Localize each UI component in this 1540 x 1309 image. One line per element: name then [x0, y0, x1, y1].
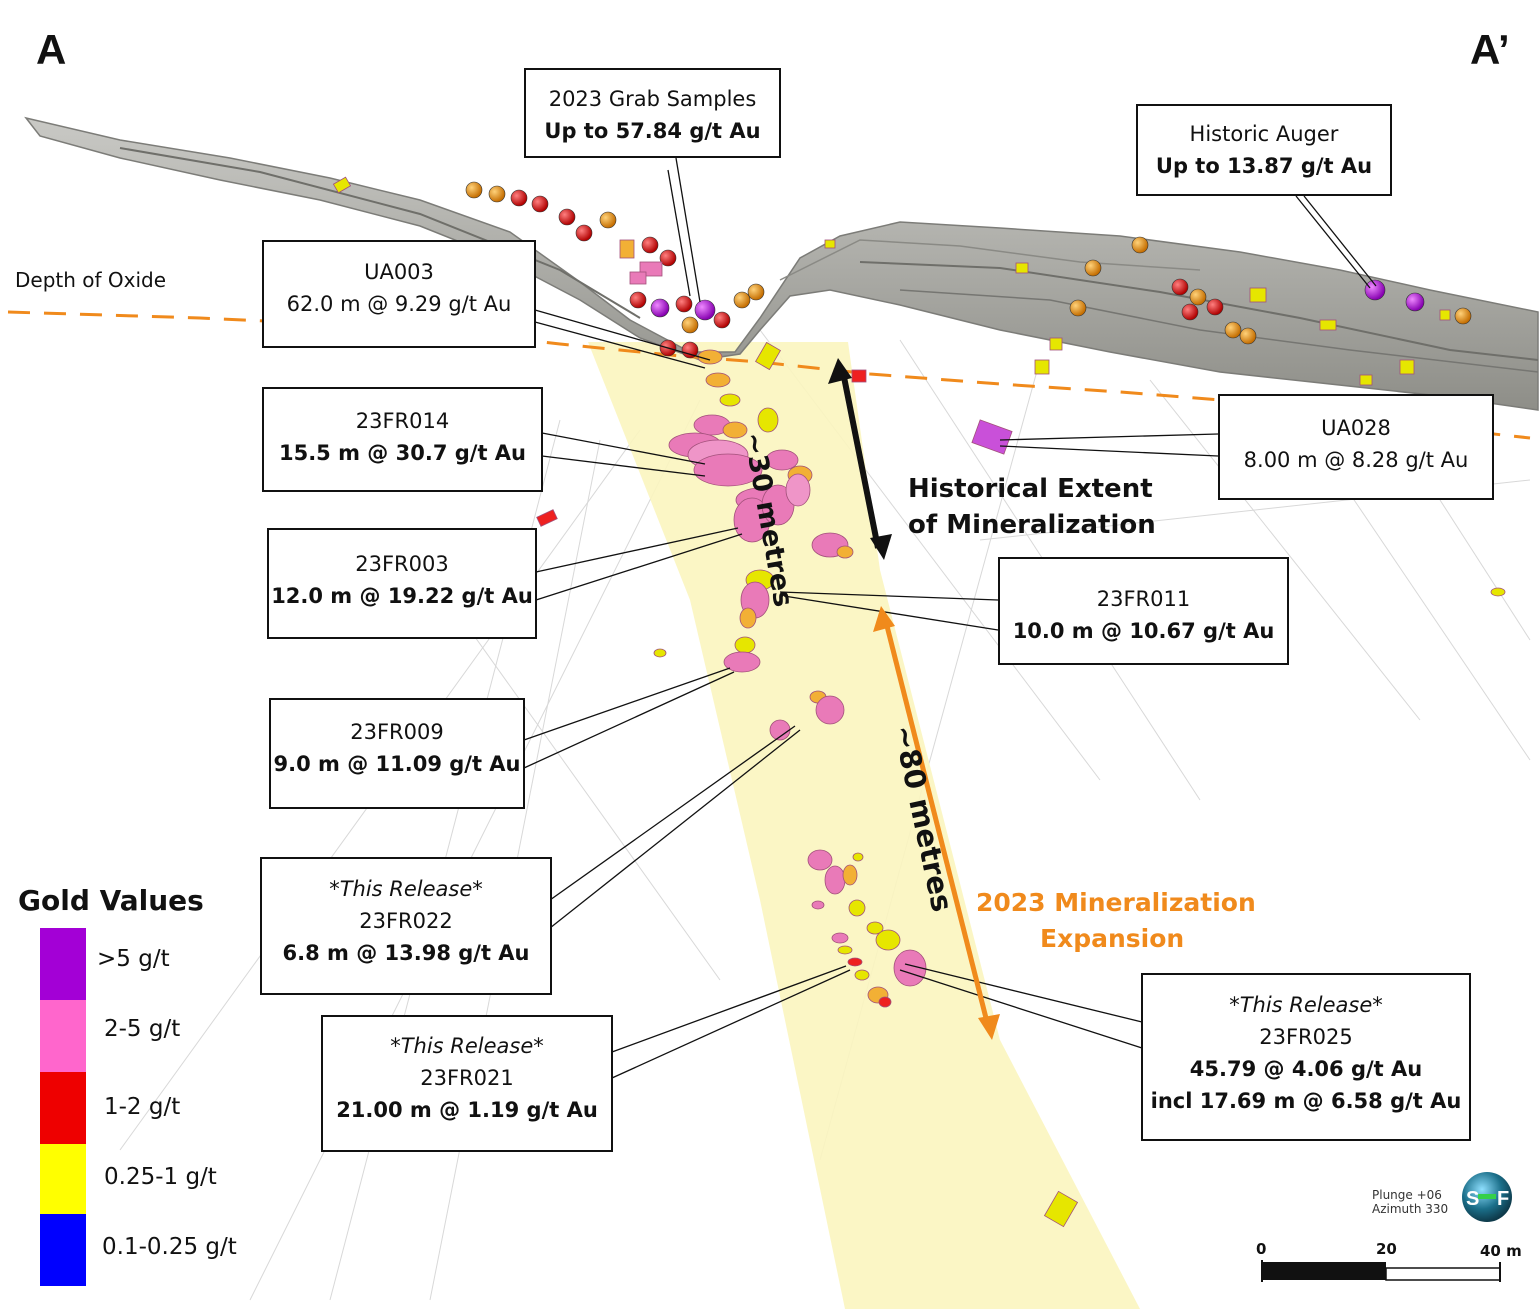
legend-swatch-0 [40, 928, 86, 1000]
view-orientation: Plunge +06 Azimuth 330 [1372, 1188, 1449, 1216]
thirty-metre-arrow [828, 358, 892, 560]
callout-23fr011: 23FR011 10.0 m @ 10.67 g/t Au [998, 557, 1289, 665]
legend-label-1: 2-5 g/t [104, 1016, 181, 1042]
callout-23fr022: *This Release* 23FR022 6.8 m @ 13.98 g/t… [260, 857, 552, 995]
scale-tick-20: 20 [1376, 1240, 1397, 1258]
legend-label-0: >5 g/t [97, 946, 170, 972]
terrain-surface [24, 116, 1539, 411]
legend-swatch-1 [40, 1000, 86, 1072]
mineralized-zone [588, 342, 1140, 1309]
leader-lines [523, 157, 1377, 1079]
scale-bar [1261, 1260, 1501, 1282]
callout-23fr014: 23FR014 15.5 m @ 30.7 g/t Au [262, 387, 543, 492]
callout-23fr021: *This Release* 23FR021 21.00 m @ 1.19 g/… [321, 1015, 613, 1152]
callout-23fr003: 23FR003 12.0 m @ 19.22 g/t Au [267, 528, 537, 639]
historical-extent-label-1: Historical Extent [908, 474, 1153, 504]
oxide-label: Depth of Oxide [15, 268, 167, 292]
scale-tick-0: 0 [1256, 1240, 1267, 1258]
section-start-label: A [36, 26, 67, 73]
callout-ua003: UA003 62.0 m @ 9.29 g/t Au [262, 240, 536, 348]
callout-grab-samples: 2023 Grab Samples Up to 57.84 g/t Au [524, 68, 781, 158]
section-end-label: A’ [1470, 26, 1510, 73]
drill-intercepts [332, 176, 1506, 1228]
eighty-metre-arrow [873, 606, 1000, 1040]
callout-historic-auger: Historic Auger Up to 13.87 g/t Au [1136, 104, 1392, 196]
scale-tick-40: 40 m [1480, 1242, 1522, 1260]
expansion-label-2: Expansion [1040, 924, 1185, 953]
legend-swatch-4 [40, 1214, 86, 1286]
svg-text:F: F [1497, 1188, 1509, 1210]
legend-swatch-2 [40, 1072, 86, 1144]
company-logo: S F [1462, 1172, 1512, 1222]
expansion-label-1: 2023 Mineralization [976, 888, 1256, 917]
callout-ua028: UA028 8.00 m @ 8.28 g/t Au [1218, 394, 1494, 500]
legend-swatch-3 [40, 1144, 86, 1216]
legend-label-2: 1-2 g/t [104, 1094, 181, 1120]
legend-label-4: 0.1-0.25 g/t [102, 1234, 237, 1260]
svg-text:S: S [1466, 1188, 1479, 1210]
legend-label-3: 0.25-1 g/t [104, 1164, 217, 1190]
historical-extent-label-2: of Mineralization [908, 510, 1156, 540]
callout-23fr009: 23FR009 9.0 m @ 11.09 g/t Au [269, 698, 525, 809]
callout-23fr025: *This Release* 23FR025 45.79 @ 4.06 g/t … [1141, 973, 1471, 1141]
legend-title: Gold Values [18, 884, 204, 917]
